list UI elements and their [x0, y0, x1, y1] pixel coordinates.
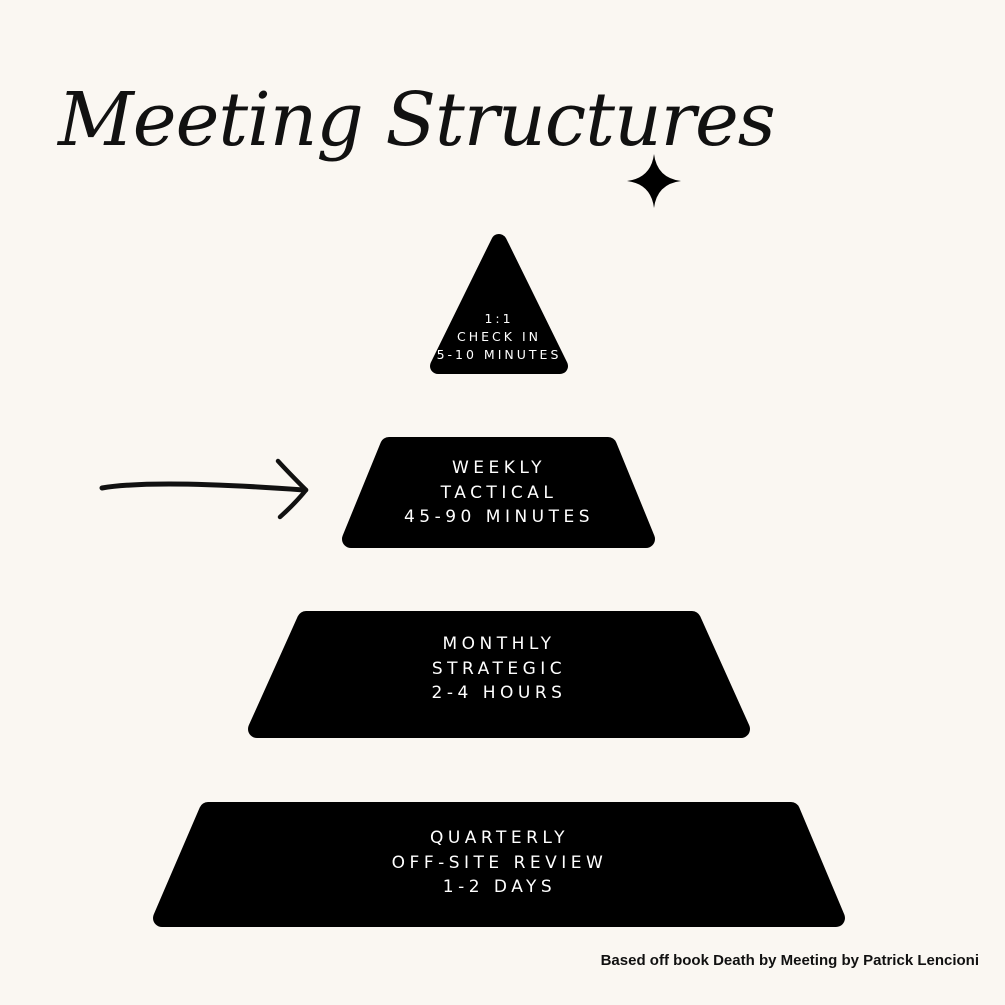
tier-2-line-1: WEEKLY	[451, 458, 547, 478]
tier-4-line-2: OFF-SITE REVIEW	[391, 852, 608, 873]
tier-3-line-2: STRATEGIC	[431, 658, 567, 679]
tier-2-shape	[342, 437, 655, 548]
tier-4-label: QUARTERLY OFF-SITE REVIEW 1-2 DAYS	[153, 826, 846, 900]
tier-4-line-1: QUARTERLY	[429, 828, 570, 848]
tier-4-shape	[153, 802, 845, 927]
credit-note: Based off book Death by Meeting by Patri…	[600, 952, 979, 969]
tier-3-label: MONTHLY STRATEGIC 2-4 HOURS	[248, 632, 750, 706]
tier-3-shape	[248, 611, 750, 738]
tier-4-line-3: 1-2 DAYS	[442, 877, 557, 897]
tier-2-line-2: TACTICAL	[440, 482, 558, 503]
hand-drawn-arrow-icon	[99, 458, 309, 520]
tier-3-line-1: MONTHLY	[442, 634, 556, 654]
tier-1-label: 1:1 CHECK IN 5-10 MINUTES	[429, 310, 569, 364]
tier-1-shape	[430, 234, 568, 374]
tier-2-line-3: 45-90 MINUTES	[403, 507, 595, 527]
sparkle-star-icon	[627, 154, 681, 208]
tier-1-line-3: 5-10 MINUTES	[436, 347, 562, 362]
tier-1-line-2: CHECK IN	[457, 329, 541, 344]
tier-2-label: WEEKLY TACTICAL 45-90 MINUTES	[343, 456, 655, 530]
tier-1-line-1: 1:1	[484, 311, 514, 326]
tier-3-line-3: 2-4 HOURS	[431, 683, 567, 703]
page-title: Meeting Structures	[58, 77, 776, 163]
